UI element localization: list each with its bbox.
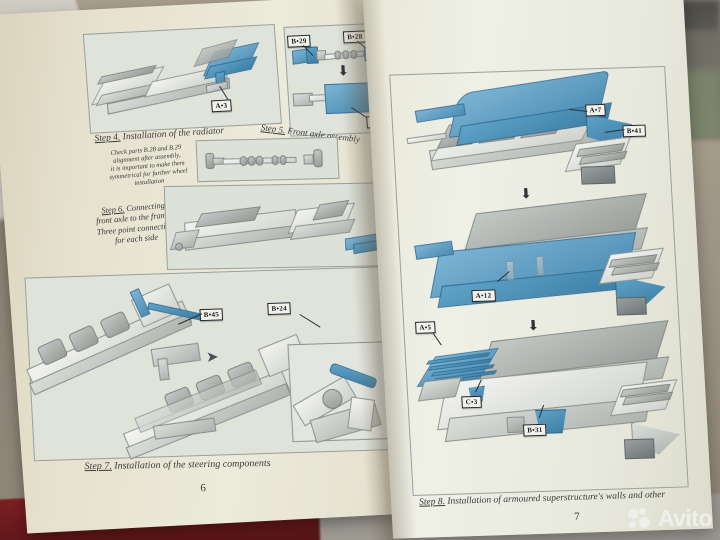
caption-step-7: Step 7. Installation of the steering com…	[84, 458, 270, 472]
panel-step-4: A•3	[82, 23, 282, 134]
part-tag-b29: B•29	[286, 34, 312, 48]
avito-watermark: Avito	[627, 505, 713, 532]
page-number-right: 7	[573, 510, 581, 523]
part-tag-a7: A•7	[585, 103, 606, 117]
page-number-left: 6	[200, 482, 207, 495]
arrow-right-step7: ➤	[205, 349, 220, 366]
arrow-down-step8-1: ⬇	[519, 187, 533, 203]
right-page: A•7 B•41 ⬇	[362, 0, 714, 539]
part-tag-c3: C•3	[461, 395, 482, 409]
part-tag-b45: B•45	[199, 308, 224, 322]
panel-step-7: ➤ B•45 B•24	[24, 266, 393, 462]
part-tag-a12: A•12	[471, 289, 496, 303]
panel-axle-detail	[195, 136, 340, 183]
avito-logo-icon	[627, 507, 654, 530]
caption-step-7-text: Installation of the steering components	[114, 457, 271, 472]
illustration-step-8-b	[405, 193, 674, 338]
illustration-axle-detail	[197, 138, 339, 181]
caption-step-7-step: Step 7.	[84, 460, 113, 473]
illustration-step-8-c	[410, 320, 686, 476]
part-tag-a5: A•5	[415, 321, 436, 334]
part-tag-b24: B•24	[267, 302, 292, 315]
part-tag-a3: A•3	[211, 99, 232, 113]
illustration-step-4	[84, 25, 281, 133]
avito-wordmark: Avito	[657, 505, 713, 531]
caption-step-8-step: Step 8.	[418, 496, 446, 508]
part-tag-b41: B•41	[622, 124, 647, 138]
part-tag-b31: B•31	[522, 423, 547, 437]
caption-step-6-step: Step 6.	[101, 204, 125, 216]
caption-step-5-step: Step 5.	[260, 122, 286, 136]
caption-step-4-step: Step 4.	[94, 132, 121, 145]
